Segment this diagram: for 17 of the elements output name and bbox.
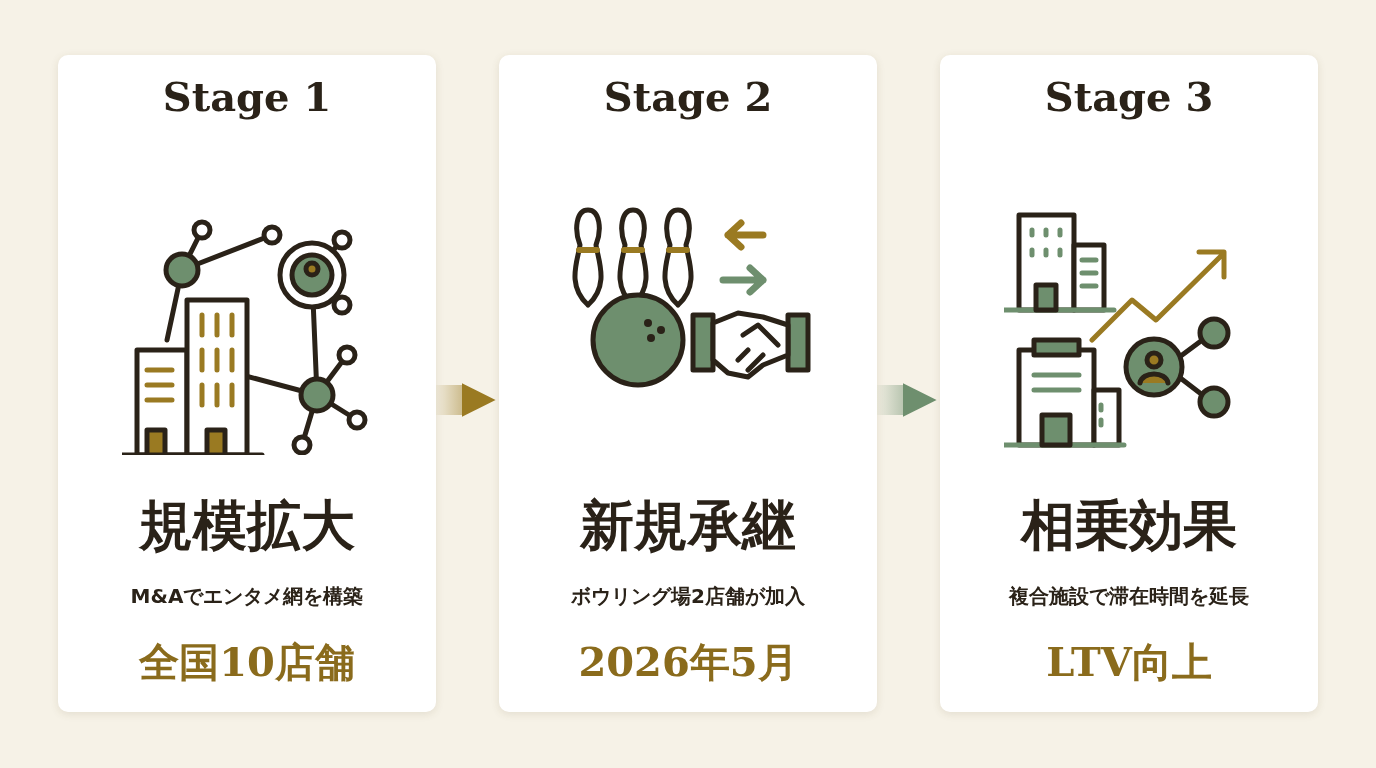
- stage-description: ボウリング場2店舗が加入: [571, 583, 805, 610]
- arrow: [436, 383, 496, 417]
- stage-heading: 規模拡大: [139, 492, 355, 559]
- stage-card: [940, 55, 1318, 712]
- stage-card: [499, 55, 877, 712]
- arrow: [877, 383, 937, 417]
- stage-label: Stage 1: [162, 73, 332, 120]
- stage-heading: 新規承継: [580, 492, 796, 559]
- stage-highlight: 全国10店舗: [139, 637, 355, 687]
- stage-highlight: LTV向上: [1046, 637, 1212, 687]
- stage-card: [58, 55, 436, 712]
- stage-label: Stage 2: [603, 73, 773, 120]
- stage-description: M&Aでエンタメ網を構築: [130, 583, 364, 610]
- stage-highlight: 2026年5月: [578, 637, 798, 687]
- stage-heading: 相乗効果: [1021, 492, 1237, 559]
- stage-label: Stage 3: [1044, 73, 1214, 120]
- stage-description: 複合施設で滞在時間を延長: [1009, 583, 1249, 610]
